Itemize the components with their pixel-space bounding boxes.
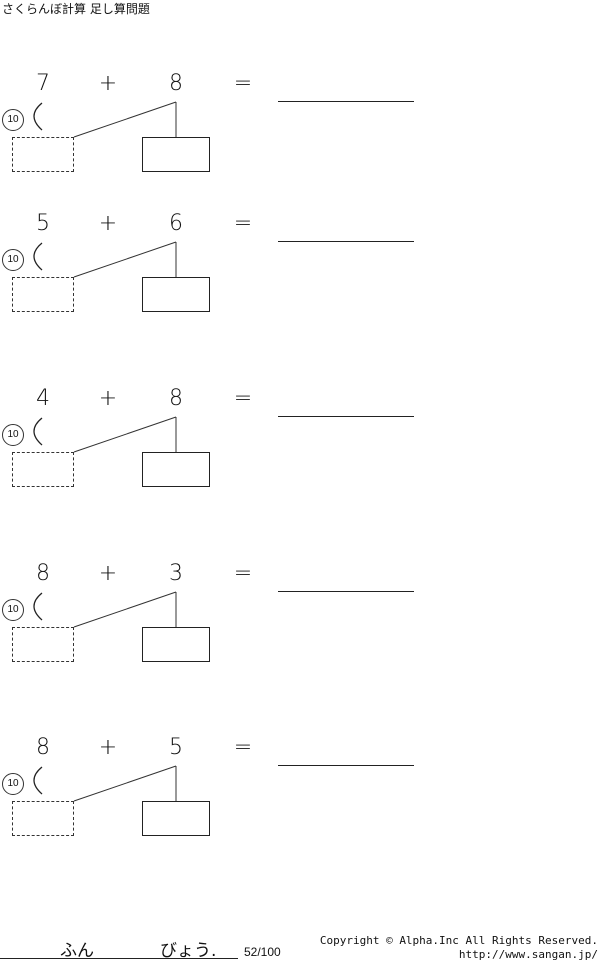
- minutes-label: ふん: [60, 941, 94, 961]
- equals-sign: =: [233, 211, 253, 236]
- worksheet-title: さくらんぼ計算 足し算問題: [2, 2, 150, 16]
- first-addend: 8: [36, 561, 50, 586]
- split-box-dashed[interactable]: [12, 452, 74, 487]
- split-line: [73, 101, 177, 138]
- bracket-icon: [33, 417, 43, 446]
- second-addend: 8: [169, 71, 183, 96]
- problem-1: 7 + 8 = 10: [0, 71, 600, 185]
- equals-sign: =: [233, 735, 253, 760]
- cherry-lines: [33, 416, 177, 453]
- split-box-dashed[interactable]: [12, 277, 74, 312]
- plus-sign: +: [98, 71, 118, 96]
- equals-sign: =: [233, 561, 253, 586]
- answer-line[interactable]: [278, 241, 414, 242]
- bracket-icon: [33, 102, 43, 131]
- split-box-dashed[interactable]: [12, 801, 74, 836]
- split-box-solid[interactable]: [142, 137, 210, 172]
- bracket-icon: [33, 592, 43, 621]
- page-score: 52/100: [244, 945, 281, 959]
- plus-sign: +: [98, 561, 118, 586]
- split-line: [73, 591, 177, 628]
- footer-underline: [0, 958, 238, 959]
- first-addend: 7: [36, 71, 50, 96]
- site-url: http://www.sangan.jp/: [458, 948, 598, 961]
- bracket-icon: [33, 766, 43, 795]
- bracket-icon: [33, 242, 43, 271]
- second-addend: 6: [169, 211, 183, 236]
- split-line: [73, 416, 177, 453]
- answer-line[interactable]: [278, 416, 414, 417]
- cherry-lines: [33, 765, 177, 802]
- ten-circle: 10: [2, 773, 24, 795]
- problem-4: 8 + 3 = 10: [0, 561, 600, 675]
- problem-5: 8 + 5 = 10: [0, 735, 600, 849]
- equals-sign: =: [233, 386, 253, 411]
- first-addend: 5: [36, 211, 50, 236]
- split-box-dashed[interactable]: [12, 627, 74, 662]
- answer-line[interactable]: [278, 765, 414, 766]
- split-box-solid[interactable]: [142, 452, 210, 487]
- plus-sign: +: [98, 735, 118, 760]
- ten-circle: 10: [2, 249, 24, 271]
- first-addend: 4: [36, 386, 50, 411]
- split-box-solid[interactable]: [142, 277, 210, 312]
- problem-2: 5 + 6 = 10: [0, 211, 600, 325]
- split-box-solid[interactable]: [142, 627, 210, 662]
- plus-sign: +: [98, 386, 118, 411]
- equals-sign: =: [233, 71, 253, 96]
- copyright-text: Copyright © Alpha.Inc All Rights Reserve…: [319, 934, 598, 947]
- plus-sign: +: [98, 211, 118, 236]
- answer-line[interactable]: [278, 101, 414, 102]
- first-addend: 8: [36, 735, 50, 760]
- ten-circle: 10: [2, 599, 24, 621]
- second-addend: 5: [169, 735, 183, 760]
- problem-3: 4 + 8 = 10: [0, 386, 600, 500]
- seconds-label: びょう.: [160, 941, 217, 961]
- split-box-dashed[interactable]: [12, 137, 74, 172]
- split-line: [73, 765, 177, 802]
- ten-circle: 10: [2, 109, 24, 131]
- ten-circle: 10: [2, 424, 24, 446]
- second-addend: 3: [169, 561, 183, 586]
- answer-line[interactable]: [278, 591, 414, 592]
- cherry-lines: [33, 101, 177, 138]
- split-line: [73, 241, 177, 278]
- split-box-solid[interactable]: [142, 801, 210, 836]
- cherry-lines: [33, 591, 177, 628]
- second-addend: 8: [169, 386, 183, 411]
- copyright-block: Copyright © Alpha.Inc All Rights Reserve…: [320, 934, 598, 962]
- cherry-lines: [33, 241, 177, 278]
